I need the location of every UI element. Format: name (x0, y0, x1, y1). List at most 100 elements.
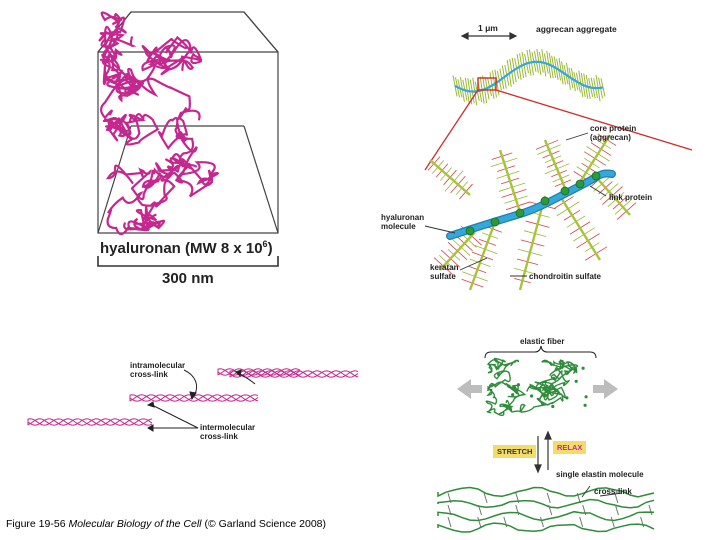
elastin-strand (499, 383, 549, 413)
core-protein (594, 175, 631, 216)
intermolecular-label: intermolecular cross-link (200, 423, 255, 441)
elastin-cross-link (539, 516, 544, 528)
hyaluronan-molecule-label: hyaluronan molecule (381, 213, 424, 231)
elastin-strand (486, 357, 520, 388)
elastin-crosslink-dot (497, 372, 501, 377)
single-elastin-label: single elastin molecule (556, 470, 644, 479)
collagen-strand (229, 370, 359, 378)
core-protein-line-2: (aggrecan) (590, 133, 631, 142)
aggrecan-aggregate-label: aggrecan aggregate (536, 24, 617, 34)
hyaluronan-strand (98, 11, 137, 72)
hyaluronan-strand (141, 35, 203, 76)
hyaluronan-strand (102, 112, 160, 146)
elastin-cross-link (614, 504, 619, 516)
hyaluronan-scale-label: 300 nm (162, 270, 214, 287)
keratan-line-2: sulfate (430, 272, 456, 281)
zoom-box (477, 77, 497, 91)
elastin-crosslink-dot (512, 384, 516, 389)
elastin-crosslink-dot (507, 384, 511, 388)
elastic-fiber-label: elastic fiber (520, 337, 565, 346)
figure-caption: Figure 19-56 Molecular Biology of the Ce… (6, 518, 326, 530)
caption-book-title: Molecular Biology of the Cell (68, 518, 202, 530)
elastin-cross-link (483, 492, 488, 504)
caption-suffix: (© Garland Science 2008) (201, 518, 326, 530)
elastin-crosslink-dot (581, 366, 585, 370)
core-protein (439, 231, 476, 271)
link-protein (591, 171, 601, 181)
core-protein-line-1: core protein (590, 124, 637, 133)
core-protein (498, 149, 522, 213)
link-protein (515, 208, 525, 218)
link-protein (490, 217, 500, 227)
elastic-fiber-brace (484, 345, 597, 359)
hyaluronan-strand (100, 69, 201, 121)
core-protein (543, 139, 567, 189)
hyaluronan-molecule-line-2: molecule (381, 222, 416, 231)
collagen-strand (217, 368, 301, 376)
intramolecular-label: intramolecular cross-link (130, 361, 185, 379)
core-protein (578, 134, 612, 183)
hyaluronan-title: hyaluronan (MW 8 x 106) (100, 236, 273, 257)
aggrecan-scale-arrow (460, 32, 518, 40)
inter-line-1: intermolecular (200, 423, 256, 432)
stretch-tag: STRETCH (493, 445, 537, 458)
hyaluronan-coil (98, 11, 219, 236)
core-protein (558, 195, 602, 261)
keratan-line-1: keratan (430, 263, 459, 272)
hyaluronan-title-main: hyaluronan (MW 8 x 10 (100, 240, 263, 257)
link-protein (540, 196, 550, 206)
elastin-cross-link (478, 504, 482, 516)
link-protein (465, 226, 475, 236)
core-protein (429, 159, 471, 196)
hyaluronan-strand (106, 179, 176, 236)
core-protein-label: core protein (aggrecan) (590, 124, 636, 142)
elastin-cross-link (548, 504, 553, 516)
aggrecan-large (427, 133, 637, 291)
elastin-chain (437, 498, 655, 509)
elastic-fiber-coil (485, 357, 588, 417)
elastin-cross-link (610, 516, 615, 528)
elastin-cross-link-label: cross-link (594, 487, 632, 496)
elastin-leaders (581, 485, 623, 498)
elastin-cross-link (648, 504, 653, 516)
elastin-crosslink-dot (516, 383, 521, 387)
aggrecan-aggregate-small (452, 48, 606, 106)
collagen-strand (27, 418, 153, 426)
elastin-crosslink-dot (511, 393, 515, 397)
hyaluronan-backbone (454, 60, 604, 93)
collagen-strand (27, 418, 153, 426)
elastin-strand (539, 365, 577, 401)
elastin-chain (437, 486, 655, 498)
relax-tag: RELAX (553, 441, 587, 454)
hyaluronan-scale-bar (97, 256, 279, 267)
zoom-lines (424, 89, 693, 171)
intra-line-1: intramolecular (130, 361, 186, 370)
elastin-crosslink-dot (584, 395, 588, 399)
collagen-fibrils (27, 368, 359, 426)
elastin-crosslink-dot (583, 403, 587, 407)
elastin-crosslink-dot (551, 404, 555, 409)
elastin-crosslink-dot (574, 379, 578, 383)
intra-line-2: cross-link (130, 370, 168, 379)
stretch-relax-arrows (534, 430, 552, 474)
core-protein (468, 221, 497, 291)
caption-prefix: Figure 19-56 (6, 518, 69, 530)
elastin-cross-link (477, 516, 482, 528)
elastin-strand (541, 359, 579, 377)
hyaluronan-strand (99, 52, 171, 91)
elastin-cross-link (579, 516, 584, 528)
elastin-strand (485, 381, 520, 417)
link-protein (575, 179, 585, 189)
elastin-crosslink-dot (541, 402, 545, 406)
hyaluronan-molecule-line-1: hyaluronan (381, 213, 425, 222)
elastin-crosslink-dot (565, 396, 569, 400)
hyaluronan-strand (157, 116, 216, 186)
hyaluronan-strand (106, 162, 219, 201)
chondroitin-sulfate-label: chondroitin sulfate (529, 272, 601, 281)
elastin-chain (437, 510, 655, 522)
elastin-cross-link (447, 516, 452, 528)
elastin-crosslink-dot (552, 376, 556, 380)
collagen-strand (27, 418, 153, 426)
link-protein-label: link protein (609, 193, 653, 202)
inter-line-2: cross-link (200, 432, 238, 441)
